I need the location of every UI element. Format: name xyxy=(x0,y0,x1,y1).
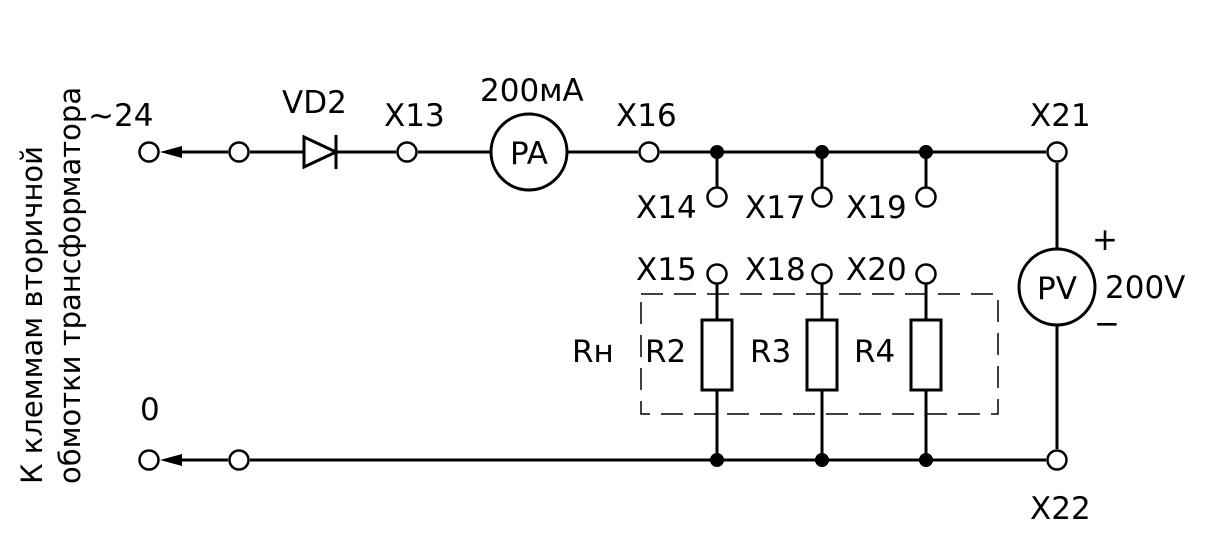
terminal-bottom-2 xyxy=(228,449,250,471)
voltmeter-label: PV xyxy=(1037,271,1077,307)
x20-label: X20 xyxy=(846,252,907,288)
terminal-top-2 xyxy=(228,141,250,163)
ammeter-pa xyxy=(489,112,569,192)
voltmeter-range-label: 200V xyxy=(1105,270,1185,306)
voltmeter-pv xyxy=(1017,247,1097,327)
x16-label: X16 xyxy=(616,98,677,134)
x19-label: X19 xyxy=(846,190,907,226)
ammeter-label: PA xyxy=(510,136,548,172)
load-group-label: Rн xyxy=(572,334,614,370)
side-caption-line1: К клеммам вторичной xyxy=(15,146,49,484)
diode-vd2 xyxy=(302,134,340,170)
x17-label: X17 xyxy=(745,190,806,226)
r3-label: R3 xyxy=(750,334,791,370)
side-caption-line2: обмотки трансформатора xyxy=(53,87,87,484)
r4-label: R4 xyxy=(854,334,895,370)
terminal-x22 xyxy=(1046,449,1068,471)
x14-label: X14 xyxy=(636,190,697,226)
diode-label: VD2 xyxy=(282,85,347,121)
x21-label: X21 xyxy=(1030,98,1091,134)
input-arrow-top xyxy=(160,146,182,158)
load-enclosure xyxy=(640,293,999,415)
plus-label: + xyxy=(1092,222,1118,258)
x18-label: X18 xyxy=(745,252,806,288)
terminal-x16 xyxy=(638,141,660,163)
ammeter-range-label: 200мА xyxy=(480,73,584,109)
r2-label: R2 xyxy=(645,334,686,370)
minus-label: − xyxy=(1094,306,1120,342)
x22-label: X22 xyxy=(1030,491,1091,527)
x13-label: X13 xyxy=(384,98,445,134)
input-terminal-24 xyxy=(138,141,160,163)
input-terminal-0 xyxy=(138,449,160,471)
zero-label: 0 xyxy=(140,392,160,428)
input-arrow-bottom xyxy=(160,454,182,466)
x15-label: X15 xyxy=(636,252,697,288)
terminal-x13 xyxy=(396,141,418,163)
branch-r4 xyxy=(909,152,943,460)
voltage-label: ~24 xyxy=(88,98,153,134)
junction-dots xyxy=(710,145,933,467)
terminal-x21 xyxy=(1046,141,1068,163)
branch-r3 xyxy=(805,152,839,460)
